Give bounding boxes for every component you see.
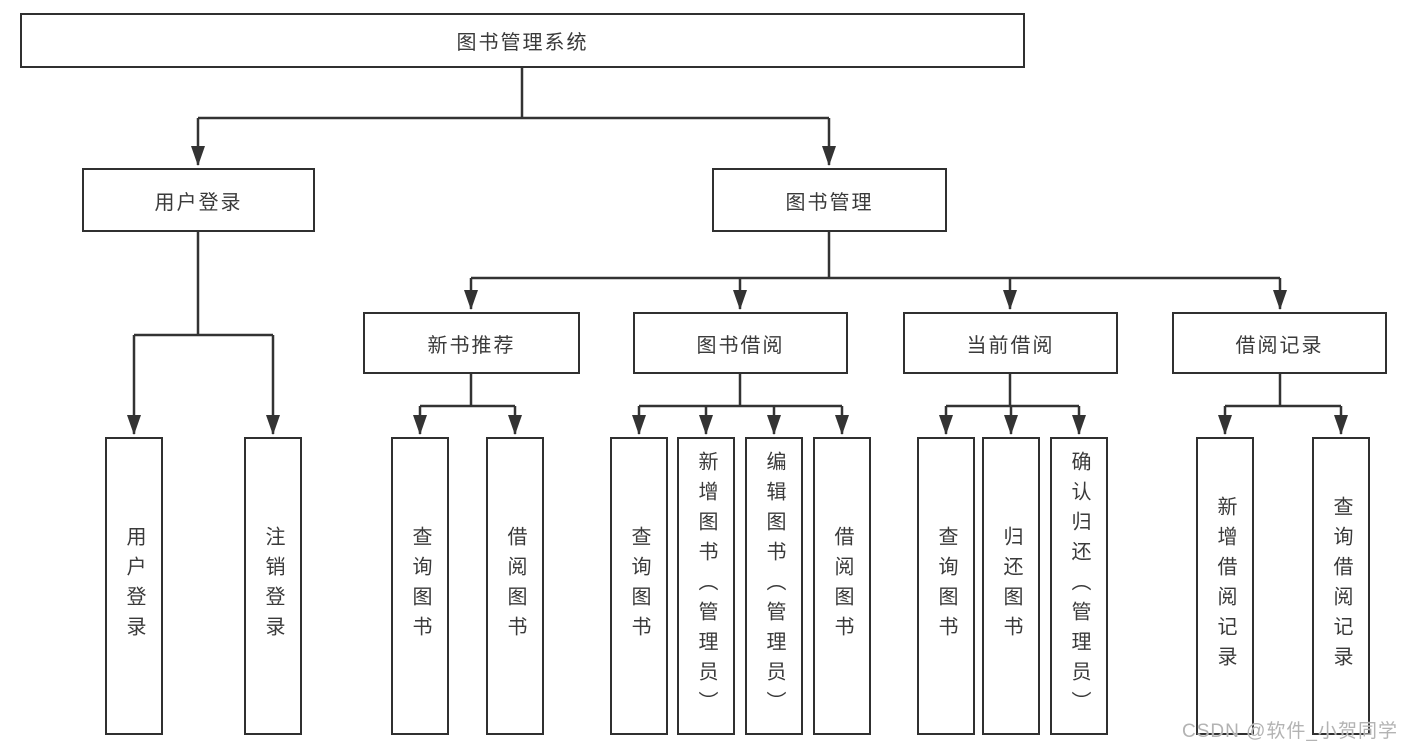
node-book-borrow: 图书借阅 [633, 312, 848, 374]
leaf-logout: 注销登录 [244, 437, 302, 735]
csdn-watermark: CSDN @软件_小贺同学 [1182, 721, 1398, 742]
leaf-borrow-books-2: 借阅图书 [813, 437, 871, 735]
node-new-book-recommend-label: 新书推荐 [427, 334, 516, 357]
node-book-borrow-label: 图书借阅 [696, 334, 785, 357]
leaf-borrow-books-1: 借阅图书 [486, 437, 544, 735]
leaf-query-books-1: 查询图书 [391, 437, 449, 735]
node-root-label: 图书管理系统 [456, 32, 589, 54]
leaf-user-login: 用户登录 [105, 437, 163, 735]
leaf-query-books-3-label: 查询图书 [935, 526, 957, 646]
node-book-management: 图书管理 [712, 168, 947, 232]
leaf-borrow-books-2-label: 借阅图书 [831, 526, 853, 646]
leaf-logout-label: 注销登录 [262, 526, 284, 646]
leaf-add-borrow-record: 新增借阅记录 [1196, 437, 1254, 735]
tree-connectors [127, 67, 1348, 435]
node-user-login: 用户登录 [82, 168, 315, 232]
leaf-add-books-admin: 新增图书（管理员） [677, 437, 735, 735]
leaf-return-books: 归还图书 [982, 437, 1040, 735]
leaf-edit-books-admin-label: 编辑图书（管理员） [763, 451, 785, 721]
leaf-edit-books-admin: 编辑图书（管理员） [745, 437, 803, 735]
node-user-login-label: 用户登录 [154, 191, 243, 214]
node-book-management-label: 图书管理 [785, 191, 874, 214]
leaf-query-borrow-record: 查询借阅记录 [1312, 437, 1370, 735]
node-new-book-recommend: 新书推荐 [363, 312, 580, 374]
leaf-user-login-label: 用户登录 [123, 526, 145, 646]
node-current-borrow: 当前借阅 [903, 312, 1118, 374]
leaf-query-books-1-label: 查询图书 [409, 526, 431, 646]
leaf-query-books-2-label: 查询图书 [628, 526, 650, 646]
leaf-add-borrow-record-label: 新增借阅记录 [1214, 496, 1236, 676]
leaf-add-books-admin-label: 新增图书（管理员） [695, 451, 717, 721]
leaf-query-books-3: 查询图书 [917, 437, 975, 735]
node-current-borrow-label: 当前借阅 [966, 334, 1055, 357]
leaf-confirm-return-admin: 确认归还（管理员） [1050, 437, 1108, 735]
leaf-query-books-2: 查询图书 [610, 437, 668, 735]
leaf-query-borrow-record-label: 查询借阅记录 [1330, 496, 1352, 676]
leaf-confirm-return-admin-label: 确认归还（管理员） [1068, 451, 1090, 721]
leaf-borrow-books-1-label: 借阅图书 [504, 526, 526, 646]
node-borrow-records-label: 借阅记录 [1235, 334, 1324, 357]
leaf-return-books-label: 归还图书 [1000, 526, 1022, 646]
node-borrow-records: 借阅记录 [1172, 312, 1387, 374]
node-root: 图书管理系统 [20, 13, 1025, 68]
